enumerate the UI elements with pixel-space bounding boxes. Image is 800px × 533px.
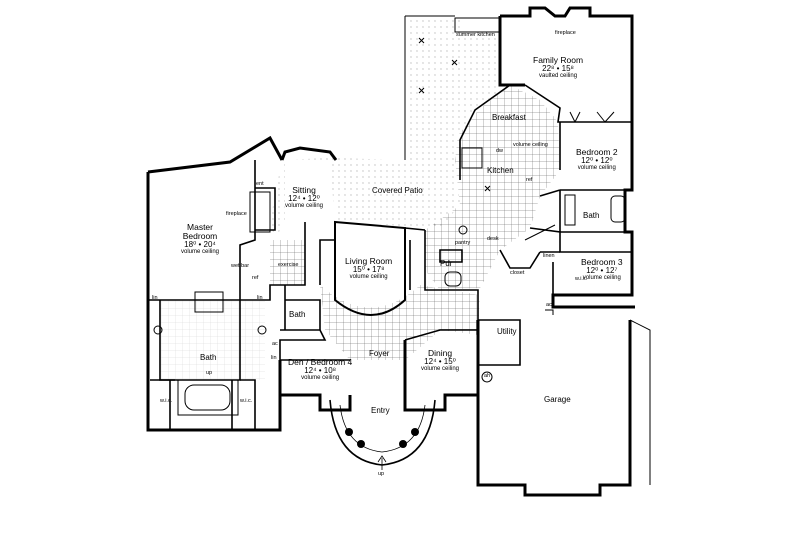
sitting-name: Sitting <box>292 185 316 195</box>
bedroom3-dims: 12⁰ • 12⁷ <box>586 265 618 275</box>
lin-right-label: lin <box>257 295 263 301</box>
covered-patio-area <box>270 16 500 238</box>
family-fireplace-label: fireplace <box>555 30 576 36</box>
up-arrow-icon <box>377 455 387 470</box>
master-bedroom-name2: Bedroom <box>182 230 218 241</box>
garage-side <box>629 319 651 485</box>
ent-label: ent <box>256 181 264 187</box>
den-dims: 12⁴ • 10⁸ <box>304 365 337 375</box>
family-room-ceiling: vaulted ceiling <box>539 73 578 80</box>
desk-label: desk <box>487 236 499 242</box>
family-room-name: Family Room <box>533 55 584 65</box>
master-bedroom-dims: 18⁰ • 20⁴ <box>184 239 216 249</box>
master-bedroom-label: Master Bedroom 18⁰ • 20⁴ volume ceiling <box>181 223 219 256</box>
fixtures <box>153 17 626 416</box>
dining-name: Dining <box>427 348 453 358</box>
den-ceiling: volume ceiling <box>301 375 340 382</box>
wic-right-label: w.i.c. <box>240 398 253 404</box>
kitchen-ceiling-label: volume ceiling <box>513 142 548 148</box>
garage-label: Garage <box>544 395 571 404</box>
master-bedroom-ceiling: volume ceiling <box>181 249 220 256</box>
bath-up-label: up <box>206 370 213 376</box>
dining-dims: 12⁴ • 15⁰ <box>424 356 456 366</box>
entry-label: Entry <box>371 406 390 415</box>
master-bedroom-name: Master <box>187 222 213 232</box>
dining-label: Dining 12⁴ • 15⁰ volume ceiling <box>421 349 459 373</box>
foyer-label: Foyer <box>369 349 390 358</box>
living-room-name: Living Room <box>345 256 393 266</box>
ah-label: ah <box>484 373 491 379</box>
covered-patio-label: Covered Patio <box>372 186 423 195</box>
living-room-dims: 15⁰ • 17⁸ <box>352 264 385 274</box>
ac-small-label: ac <box>272 341 278 347</box>
summer-kitchen-label: summer kitchen <box>456 32 495 38</box>
dw-label: dw <box>496 148 504 154</box>
bedroom3-ceiling: volume ceiling <box>582 275 621 282</box>
entry-columns <box>345 428 419 448</box>
utility-label: Utility <box>497 327 517 336</box>
den-name: Den / Bedroom 4 <box>288 357 353 367</box>
small-bath-label: Bath <box>289 310 306 319</box>
living-room-ceiling: volume ceiling <box>349 274 388 281</box>
ac-label: ac <box>546 302 552 308</box>
pantry-label: pantry <box>455 240 471 246</box>
wic-bedroom3-label: w.i.c. <box>575 276 588 282</box>
bedroom2-ceiling: volume ceiling <box>577 165 616 172</box>
bedroom2-name: Bedroom 2 <box>576 147 618 157</box>
bedroom2-dims: 12⁰ • 12⁰ <box>581 155 613 165</box>
exercise-label: exercise <box>278 262 299 268</box>
bedroom2-label: Bedroom 2 12⁰ • 12⁰ volume ceiling <box>576 148 618 172</box>
wic-left-label: w.i.c. <box>160 398 173 404</box>
sitting-dims: 12⁴ • 12⁰ <box>288 193 320 203</box>
master-bath-tile <box>160 300 265 380</box>
sitting-ceiling: volume ceiling <box>285 203 324 210</box>
sitting-room-label: Sitting 12⁴ • 12⁰ volume ceiling <box>285 186 323 210</box>
lin-den-label: lin <box>271 355 277 361</box>
bedroom3-label: Bedroom 3 12⁰ • 12⁷ volume ceiling <box>581 258 623 282</box>
master-fireplace-label: fireplace <box>226 211 247 217</box>
kitchen-ref-label: ref <box>526 177 533 183</box>
lin-left-label: lin <box>152 295 158 301</box>
living-room-wall <box>334 220 406 316</box>
dining-ceiling: volume ceiling <box>421 366 460 373</box>
bath2-label: Bath <box>583 211 600 220</box>
wet-bar-label: wet bar <box>231 263 250 269</box>
patio-markers <box>418 37 491 192</box>
breakfast-label: Breakfast <box>492 113 526 122</box>
living-room-label: Living Room 15⁰ • 17⁸ volume ceiling <box>345 257 392 281</box>
family-room-label: Family Room 22⁸ • 15⁸ vaulted ceiling <box>533 56 583 80</box>
kitchen-label: Kitchen <box>487 166 514 175</box>
foyer-tile <box>320 285 480 360</box>
exercise-tile <box>270 240 305 285</box>
linen-label: linen <box>543 253 555 259</box>
master-ref-label: ref <box>252 275 259 281</box>
den-label: Den / Bedroom 4 12⁴ • 10⁸ volume ceiling <box>288 358 352 382</box>
closet-label: closet <box>510 270 525 276</box>
family-room-dims: 22⁸ • 15⁸ <box>542 63 574 73</box>
entry-up-label: up <box>378 471 385 477</box>
master-bath-label: Bath <box>200 353 217 362</box>
powder-room-label: Pdr <box>440 259 453 268</box>
bedroom3-name: Bedroom 3 <box>581 257 623 267</box>
kitchen-tile <box>425 85 560 290</box>
